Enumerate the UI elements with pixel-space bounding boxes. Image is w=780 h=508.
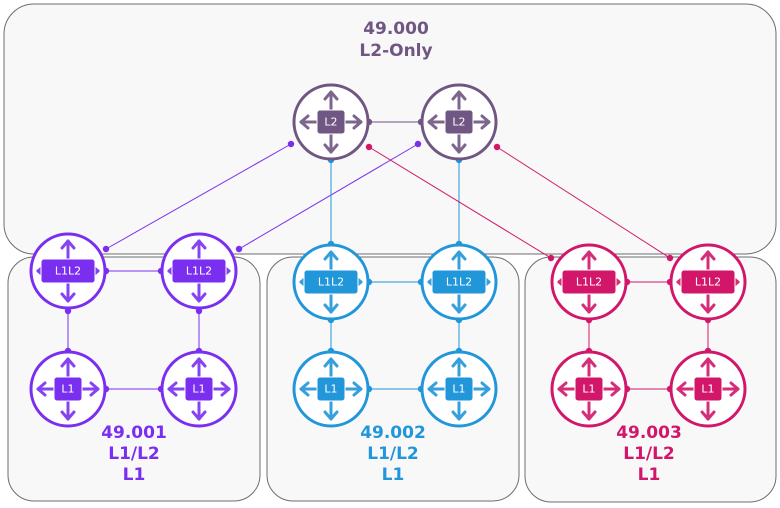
area-box-49001	[7, 256, 261, 502]
router-area2-l1l2-left: L1L2	[292, 243, 370, 321]
router-area2-l1-right: L1	[420, 350, 498, 428]
router-label: L1	[701, 383, 714, 396]
area3-type2: L1	[638, 465, 661, 485]
router-arrows-icon	[299, 90, 363, 154]
area1-type: L1/L2	[108, 444, 160, 464]
router-label: L2	[452, 116, 465, 129]
backbone-area-id: 49.000	[363, 19, 429, 39]
router-area1-l1-right: L1	[160, 350, 238, 428]
router-label: L1	[452, 383, 465, 396]
router-area1-l1l2-left: L1L2	[29, 232, 107, 310]
router-area2-l1l2-right: L1L2	[420, 243, 498, 321]
router-label: L2	[324, 116, 337, 129]
router-area2-l1-left: L1	[292, 350, 370, 428]
router-area1-l1-left: L1	[29, 350, 107, 428]
router-label: L1L2	[318, 276, 344, 289]
link-area3-left-to-backbone-left	[365, 143, 555, 262]
router-label: L1	[192, 383, 205, 396]
link-area1-left-to-backbone-left	[102, 140, 295, 253]
area3-type: L1/L2	[623, 444, 675, 464]
backbone-area-type: L2-Only	[359, 41, 432, 61]
router-area3-l1-right: L1	[669, 350, 747, 428]
router-label: L1L2	[576, 276, 602, 289]
router-label: L1	[582, 383, 595, 396]
link-area1-right-to-backbone-right	[235, 140, 422, 253]
router-label: L1L2	[186, 265, 212, 278]
area-box-backbone	[3, 3, 777, 255]
area1-type2: L1	[123, 465, 146, 485]
router-backbone-left: L2	[292, 83, 370, 161]
link-area3-right-to-backbone-right	[493, 143, 674, 262]
router-backbone-right: L2	[420, 83, 498, 161]
area2-type2: L1	[382, 465, 405, 485]
router-label: L1L2	[55, 265, 81, 278]
area1-id: 49.001	[101, 423, 167, 443]
area2-type: L1/L2	[367, 444, 419, 464]
router-arrows-icon	[167, 357, 231, 421]
router-arrows-icon	[676, 357, 740, 421]
router-area3-l1-left: L1	[550, 350, 628, 428]
router-arrows-icon	[427, 357, 491, 421]
router-label: L1	[324, 383, 337, 396]
router-label: L1	[61, 383, 74, 396]
area2-id: 49.002	[360, 423, 426, 443]
area3-id: 49.003	[616, 423, 682, 443]
router-label: L1L2	[446, 276, 472, 289]
router-area3-l1l2-right: L1L2	[669, 243, 747, 321]
router-label: L1L2	[695, 276, 721, 289]
router-arrows-icon	[427, 90, 491, 154]
router-arrows-icon	[557, 357, 621, 421]
router-area1-l1l2-right: L1L2	[160, 232, 238, 310]
router-area3-l1l2-left: L1L2	[550, 243, 628, 321]
